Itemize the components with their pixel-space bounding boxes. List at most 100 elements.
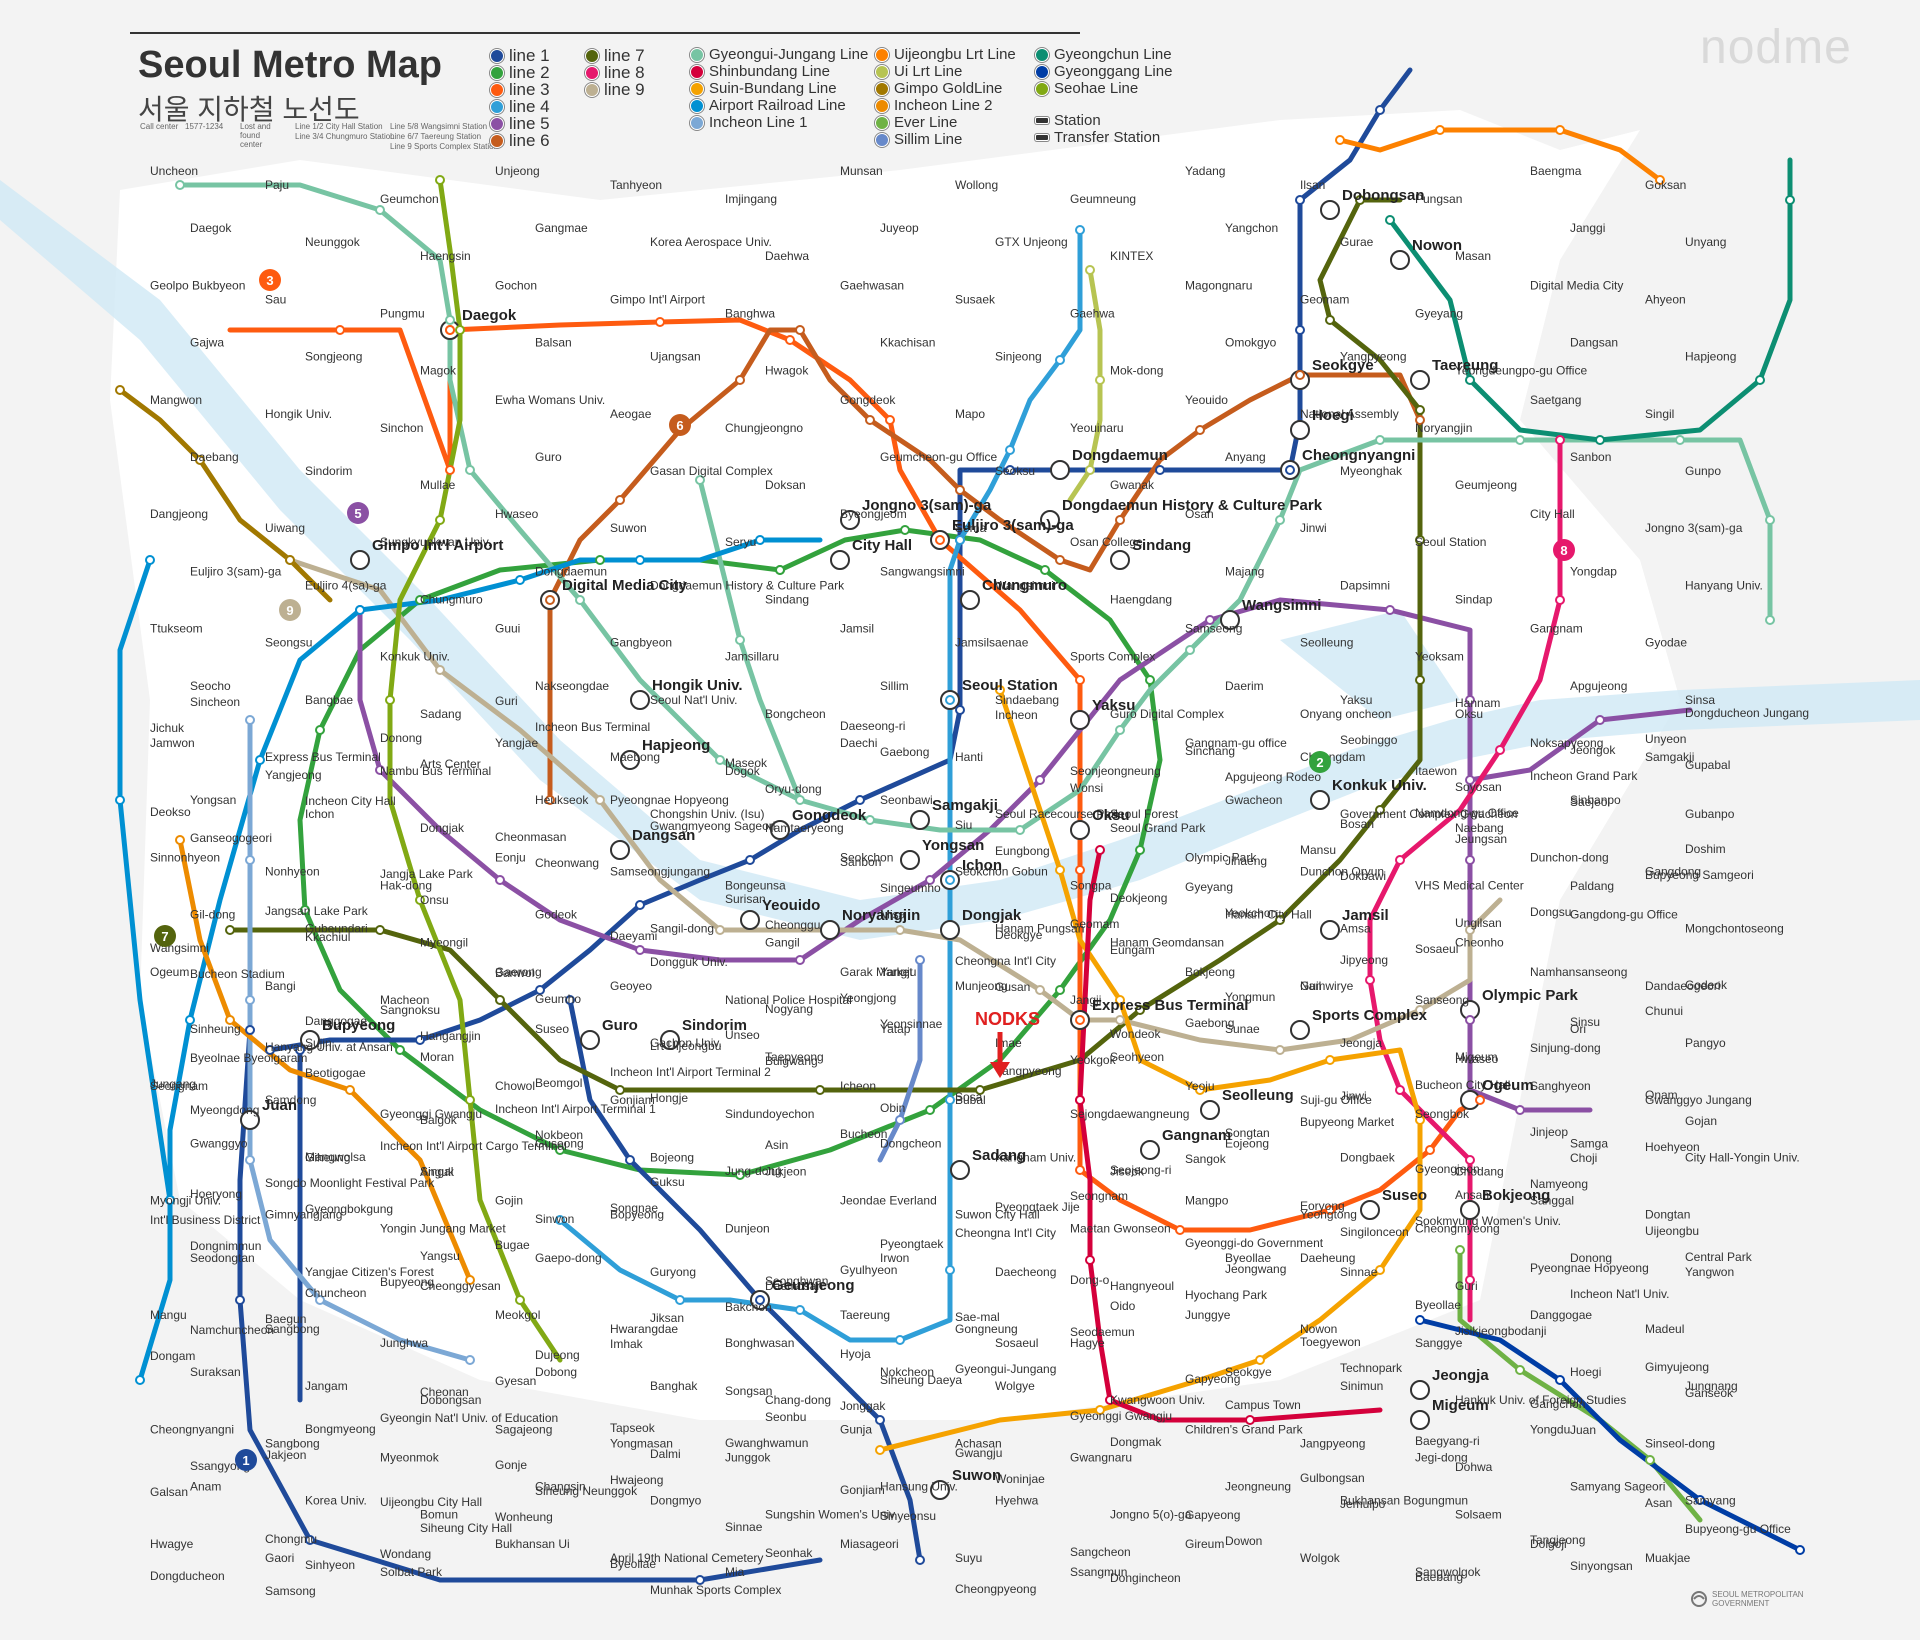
legend-item-line-7: line 7 [585,46,645,66]
station-label: Dobong [535,1365,577,1379]
station-label: Yongsan [190,793,236,807]
station-marker[interactable] [1140,1140,1160,1160]
station-label: Sinyongsan [1570,1559,1633,1573]
station-marker[interactable] [930,1480,950,1500]
station-marker[interactable] [240,1110,260,1130]
stop-dot [895,925,905,935]
station-marker[interactable] [840,510,860,530]
station-label: Hoehyeon [1645,1140,1700,1154]
stop-dot [135,1375,145,1385]
station-marker[interactable] [630,690,650,710]
station-marker[interactable] [770,820,790,840]
station-marker[interactable] [1070,820,1090,840]
station-label: Songnae [610,1201,658,1215]
station-marker[interactable] [620,750,640,770]
station-label: Samyang Sageori [1570,1480,1665,1494]
stop-dot [1375,435,1385,445]
legend-swatch [875,98,889,113]
station-label: Yangju [880,965,916,979]
station-marker[interactable] [900,850,920,870]
station-marker[interactable] [300,1030,320,1050]
station-marker[interactable] [940,920,960,940]
station-marker[interactable] [1320,920,1340,940]
station-marker[interactable] [1110,550,1130,570]
station-label: Guksu [650,1175,685,1189]
station-label: Yeonsinnae [880,1017,943,1031]
station-marker[interactable] [1200,1100,1220,1120]
station-label: Yatap [880,1022,911,1036]
station-marker[interactable] [1290,1020,1310,1040]
stop-dot [955,535,965,545]
station-label: Jisikjeongbodanji [1455,1324,1546,1338]
stop-dot [1055,355,1065,365]
station-marker[interactable] [1220,610,1240,630]
station-marker[interactable] [820,920,840,940]
station-marker[interactable] [1460,1200,1480,1220]
station-label: Suwon [610,521,647,535]
station-marker[interactable] [580,1030,600,1050]
station-label: Hagye [1070,1336,1105,1350]
stop-dot [1085,465,1095,475]
transfer-station-label: Bupyeong [322,1017,395,1034]
station-marker[interactable] [1410,1410,1430,1430]
station-label: Gyesan [495,1374,536,1388]
transfer-station-label: Guro [602,1017,638,1034]
station-marker[interactable] [350,550,370,570]
stop-dot [1375,1265,1385,1275]
station-marker[interactable] [1310,790,1330,810]
info-note-1: Line 1/2 City Hall Station [295,122,383,131]
station-marker[interactable] [1050,460,1070,480]
station-label: Gaerong [495,965,542,979]
station-marker[interactable] [950,1160,970,1180]
stop-dot [1075,1095,1085,1105]
station-label: Dongguk Univ. [650,955,728,969]
station-label: Bosan [1340,817,1374,831]
stop-dot [545,795,555,805]
station-label: Dunchon Oryun [1300,864,1384,878]
station-marker[interactable] [1290,420,1310,440]
station-marker[interactable] [660,1030,680,1050]
transfer-station-label: Oksu [1092,807,1130,824]
station-marker[interactable] [960,590,980,610]
stop-dot [1115,1015,1125,1025]
stop-dot [1135,845,1145,855]
stop-dot [335,325,345,335]
station-label: Incheon City Hall [305,794,396,808]
station-label: Bakchon [725,1300,772,1314]
station-label: Dandaeogeori [1645,979,1720,993]
station-label: Dongdaemun History & Culture Park [650,578,845,592]
stop-dot [1035,775,1045,785]
station-label: Godeok [535,908,578,922]
station-label: Guseong [535,1136,584,1150]
station-marker[interactable] [1040,510,1060,530]
station-marker[interactable] [610,840,630,860]
stop-dot [925,875,935,885]
station-label: Singilonceon [1340,1225,1409,1239]
transfer-station-label: Chungmuro [982,577,1067,594]
stop-dot [465,1095,475,1105]
station-label: Gimnyangjang [265,1208,342,1222]
station-label: Susaek [955,292,996,306]
station-label: Jeondae Everland [840,1194,937,1208]
station-label: Solbat Park [380,1565,443,1579]
station-marker[interactable] [830,550,850,570]
stop-dot [545,595,555,605]
station-marker[interactable] [740,910,760,930]
station-label: Uijeongbu City Hall [380,1495,482,1509]
legend-label: Station [1054,112,1101,129]
station-marker[interactable] [1410,370,1430,390]
legend-label: Gimpo GoldLine [894,80,1003,97]
station-marker[interactable] [1070,710,1090,730]
land-area [110,110,1680,1420]
station-label: Bomun [420,1508,458,1522]
station-label: Sangwolgok [1415,1565,1481,1579]
station-marker[interactable] [1360,1200,1380,1220]
station-label: Sinseol-dong [1645,1436,1715,1450]
station-label: Gunpo [1685,464,1721,478]
station-marker[interactable] [910,810,930,830]
station-marker[interactable] [1410,1380,1430,1400]
station-marker[interactable] [1390,250,1410,270]
station-marker[interactable] [1320,200,1340,220]
station-label: Gyodae [1645,636,1687,650]
